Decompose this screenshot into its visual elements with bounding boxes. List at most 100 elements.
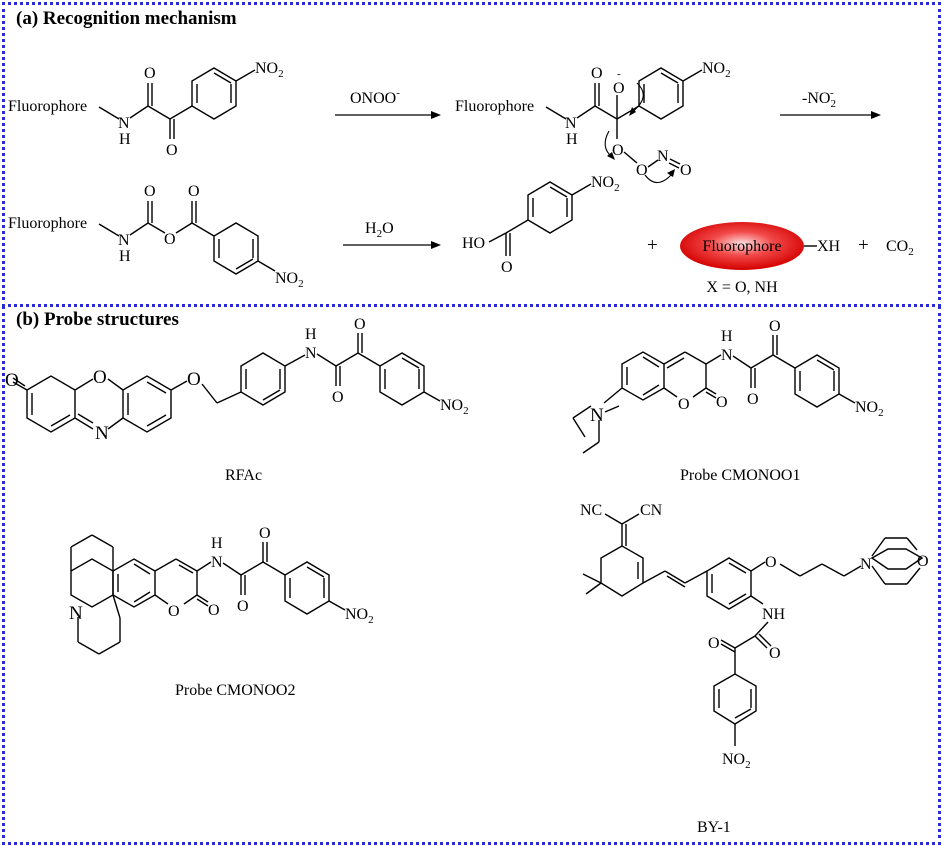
recognition-mechanism-scheme: Fluorophore N H O O NO2 ONOO- xyxy=(8,60,914,296)
svg-text:NO2: NO2 xyxy=(855,399,884,419)
by1-structure: NC CN O N xyxy=(580,502,929,836)
cm2-ring-oxygen: O xyxy=(168,603,180,620)
reaction-arrow-1: ONOO- xyxy=(335,87,441,119)
no2-sub-4: 2 xyxy=(614,182,620,194)
oxygen-label-2d: O xyxy=(636,162,648,179)
rfac-h: H xyxy=(305,326,317,343)
cm2-oxygen-a: O xyxy=(237,598,249,615)
cm2-no2: NO xyxy=(345,606,368,623)
cmonoo2-structure: N O O H N xyxy=(69,525,374,699)
co2-sub: 2 xyxy=(908,246,914,258)
rfac-no2-sub: 2 xyxy=(463,405,469,417)
cm2-name: Probe CMONOO2 xyxy=(175,682,295,699)
svg-text:ONOO-: ONOO- xyxy=(350,87,400,107)
no2-sub-2: 2 xyxy=(725,68,731,80)
oxygen-label-2c: O xyxy=(612,142,624,159)
ho-label-4: HO xyxy=(462,235,485,252)
co2-label: CO xyxy=(886,238,908,255)
fluorophore-ellipse xyxy=(680,222,804,270)
cm2-no2-sub: 2 xyxy=(368,614,374,626)
cmonoo1-structure: N O O H N O xyxy=(572,318,884,484)
oxygen-label-1a: O xyxy=(144,65,156,82)
oxygen-label-3a: O xyxy=(144,183,156,200)
by1-morpholine-o: O xyxy=(917,553,929,570)
cm1-h: H xyxy=(721,328,733,345)
rfac-oxygen-a: O xyxy=(332,389,344,406)
plus-sign-1: + xyxy=(647,235,658,256)
xh-label: XH xyxy=(817,238,841,255)
oxygen-label-2a: O xyxy=(591,65,603,82)
intermediate-structure: Fluorophore N H O O - NO2 O O N xyxy=(455,60,731,184)
plus-sign-2: + xyxy=(858,235,869,256)
rfac-nh: N xyxy=(305,345,317,362)
x-definition: X = O, NH xyxy=(706,279,778,296)
by1-morpholine-n: N xyxy=(860,556,872,573)
by1-oxygen-b: O xyxy=(708,635,720,652)
released-fluorophore: Fluorophore XH + CO2 X = O, NH xyxy=(680,222,914,296)
oxygen-label-3c: O xyxy=(188,183,200,200)
by1-nc: NC xyxy=(580,502,602,519)
nh-label-3: N xyxy=(118,232,130,249)
cm1-oxygen-a: O xyxy=(747,391,759,408)
reaction-arrow-2: -NO2- xyxy=(780,87,881,119)
anhydride-structure: Fluorophore N H O O O NO2 xyxy=(8,183,304,290)
no2-label-3: NO xyxy=(275,270,298,287)
cm2-carbonyl-oxygen: O xyxy=(208,602,220,619)
reagent-water: H xyxy=(365,220,377,237)
no2-label-2: NO xyxy=(702,60,725,77)
reaction-arrow-3: H2O xyxy=(343,220,441,249)
panel-a-title: (a) Recognition mechanism xyxy=(16,8,237,29)
no2-sub-3: 2 xyxy=(298,278,304,290)
svg-text:CO2: CO2 xyxy=(886,238,914,258)
svg-text:NO2: NO2 xyxy=(440,397,469,417)
reagent-no2-loss: -NO xyxy=(802,90,830,107)
oxygen-label-3b: O xyxy=(164,231,176,248)
cm1-ring-oxygen: O xyxy=(678,396,690,413)
svg-text:NO2: NO2 xyxy=(702,60,731,80)
recognition-mechanism-panel: (a) Recognition mechanism Fluorophore N … xyxy=(2,2,941,307)
fluorophore-ellipse-label: Fluorophore xyxy=(702,238,781,255)
cm1-nitrogen: N xyxy=(590,405,604,426)
no2-sub-1: 2 xyxy=(278,68,284,80)
cm2-h: H xyxy=(211,535,223,552)
probe-structures-panel: (b) Probe structures O O N O xyxy=(2,306,941,845)
svg-text:-: - xyxy=(617,68,621,80)
reagent-water-tail: O xyxy=(382,220,394,237)
by1-cn: CN xyxy=(640,502,663,519)
oxygen-label-1b: O xyxy=(166,142,178,159)
fluorophore-label-3: Fluorophore xyxy=(8,215,87,232)
reactant-structure: Fluorophore N H O O NO2 xyxy=(8,60,284,159)
oxygen-label-4: O xyxy=(501,259,513,276)
cm1-name: Probe CMONOO1 xyxy=(680,467,800,484)
rfac-oxygen-b: O xyxy=(354,316,366,333)
rfac-oxygen-2: O xyxy=(93,367,107,388)
nh-label-2: N xyxy=(565,115,577,132)
reagent-no2-charge: - xyxy=(830,87,834,99)
probe-structures-drawing: O O N O H N xyxy=(5,316,929,836)
cm1-no2: NO xyxy=(855,399,878,416)
reagent-water-sub: 2 xyxy=(377,228,383,240)
no2-label-1: NO xyxy=(255,60,278,77)
rfac-name: RFAc xyxy=(225,467,262,484)
by1-nh: NH xyxy=(762,606,786,623)
cm2-nitrogen: N xyxy=(69,603,83,624)
cm1-no2-sub: 2 xyxy=(878,407,884,419)
by1-ether-oxygen: O xyxy=(765,554,777,571)
no2-label-4: NO xyxy=(591,174,614,191)
fluorophore-label-2: Fluorophore xyxy=(455,98,534,115)
svg-text:H2O: H2O xyxy=(365,220,394,240)
rfac-structure: O O N O H N xyxy=(5,316,469,484)
rfac-nitrogen: N xyxy=(95,423,109,444)
h-label-3: H xyxy=(119,248,131,265)
svg-text:NO2: NO2 xyxy=(591,174,620,194)
by1-no2: NO xyxy=(722,751,745,768)
nitrogen-label-2: N xyxy=(657,148,669,165)
cm1-carbonyl-oxygen: O xyxy=(716,394,728,411)
nitrobenzoic-acid-structure: HO O NO2 xyxy=(462,174,620,276)
by1-oxygen-a: O xyxy=(769,645,781,662)
h-label-1: H xyxy=(119,131,131,148)
cm1-oxygen-b: O xyxy=(769,318,781,335)
rfac-oxygen-1: O xyxy=(5,370,19,391)
cm1-nh: N xyxy=(721,347,733,364)
reagent-onoo: ONOO xyxy=(350,90,396,107)
